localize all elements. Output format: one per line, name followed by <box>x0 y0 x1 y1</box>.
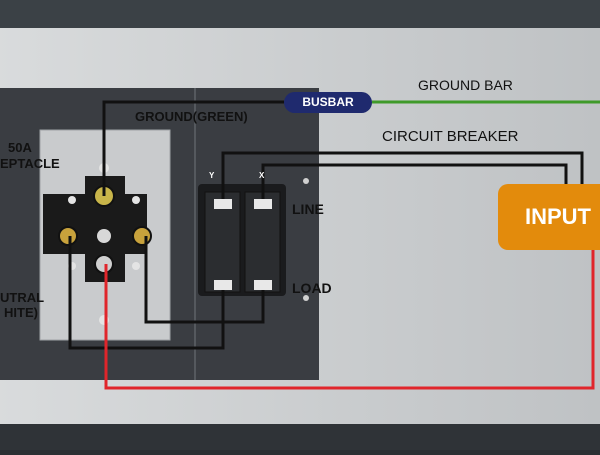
neutral-label-line2: HITE) <box>4 305 38 320</box>
ground-wire <box>102 100 284 196</box>
terminal-left <box>58 226 78 246</box>
circuit-breaker-label: CIRCUIT BREAKER <box>382 128 519 145</box>
line-wire-x <box>261 163 568 199</box>
screw-icon <box>132 262 140 270</box>
load-label: LOAD <box>292 280 332 296</box>
neutral-wire <box>104 250 595 390</box>
load-wire-x <box>144 236 265 324</box>
receptacle-label-line1: 50A <box>8 140 32 155</box>
ground-green-label: GROUND(GREEN) <box>135 109 248 124</box>
screw-icon <box>68 196 76 204</box>
neutral-terminal <box>94 254 114 274</box>
center-stud <box>97 229 111 243</box>
load-terminal-y <box>214 280 232 290</box>
line-terminal-x <box>254 199 272 209</box>
screw-icon <box>303 295 309 301</box>
screw-icon <box>132 196 140 204</box>
line-wire-y <box>221 151 584 199</box>
neutral-label-line1: UTRAL <box>0 290 45 305</box>
busbar-badge: BUSBAR <box>284 92 372 113</box>
terminal-right <box>132 226 152 246</box>
line-label: LINE <box>292 201 324 217</box>
screw-icon <box>303 178 309 184</box>
load-terminal-x <box>254 280 272 290</box>
input-box: INPUT <box>498 184 600 250</box>
pole-y-label: Y <box>209 171 215 180</box>
bottom-photo-strip <box>0 424 600 450</box>
line-terminal-y <box>214 199 232 209</box>
load-wire-y <box>68 236 225 350</box>
receptacle-label-line2: EPTACLE <box>0 156 60 171</box>
top-photo-strip <box>0 0 600 28</box>
pole-x-label: X <box>259 171 265 180</box>
ground-bar-label: GROUND BAR <box>418 77 513 93</box>
